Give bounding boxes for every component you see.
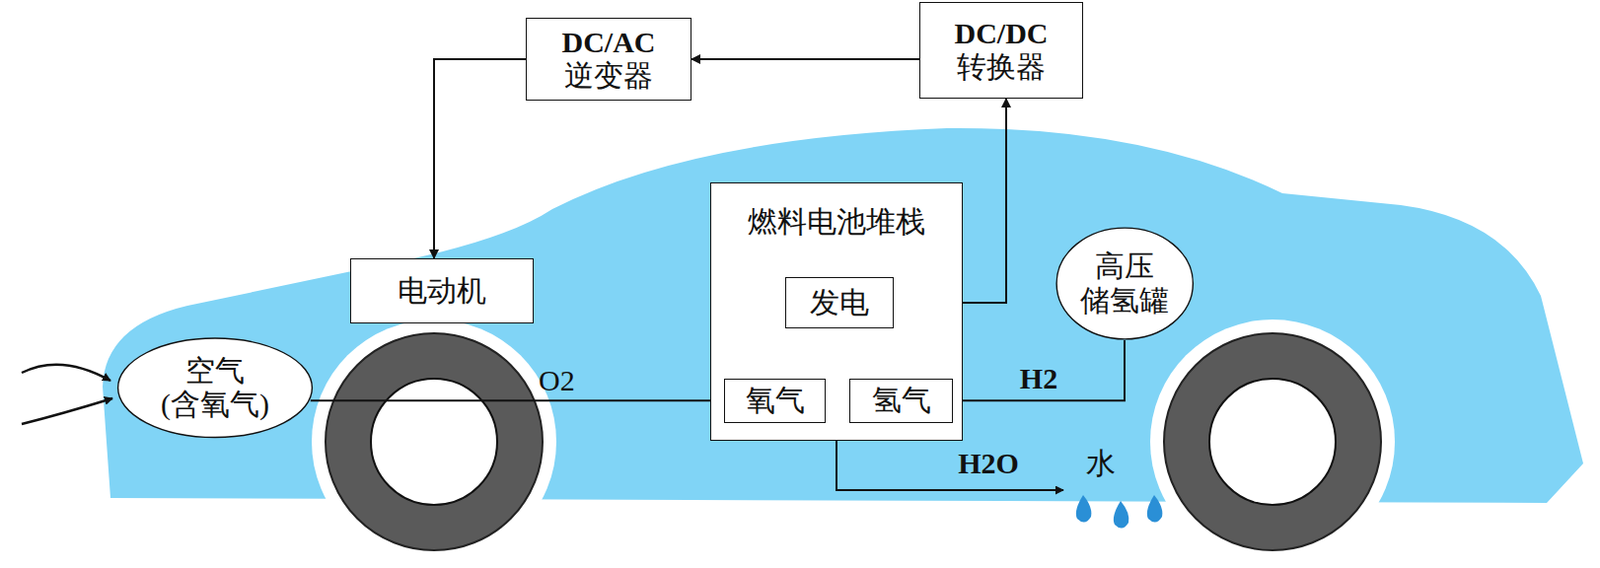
oxygen-box: 氧气: [724, 378, 826, 424]
node-text: 空气: [185, 354, 245, 389]
node-text: DC/DC: [954, 16, 1049, 52]
water-leader: [836, 440, 1064, 491]
converter-box: DC/DC转换器: [919, 1, 1084, 99]
motor-box: 电动机: [350, 258, 534, 324]
hydrogen-box: 氢气: [849, 378, 953, 424]
front-wheel: [311, 319, 557, 565]
node-text: 电动机: [397, 274, 487, 309]
connector: [952, 340, 1125, 401]
connector: [691, 58, 920, 61]
generation-box: 发电: [785, 277, 894, 329]
edge-label: O2: [538, 363, 576, 398]
exhaust-label: H2O: [957, 446, 1019, 481]
water-label: 水: [1086, 443, 1116, 485]
rear-wheel: [1150, 319, 1395, 565]
air-intake: 空气(含氧气): [116, 337, 314, 439]
node-text: 储氢罐: [1080, 284, 1169, 319]
connector: [310, 399, 725, 402]
inverter-box: DC/AC逆变器: [525, 17, 692, 101]
fuel-cell-stack: 燃料电池堆栈发电氧气 氢气: [710, 182, 963, 441]
node-text: 转换器: [956, 50, 1046, 85]
hydrogen-tank: 高压储氢罐: [1055, 226, 1195, 341]
node-text: 逆变器: [564, 59, 654, 94]
intake-arrow: [21, 364, 111, 381]
node-text: 氢气: [872, 383, 932, 419]
node-text: 燃料电池堆栈: [747, 205, 926, 240]
water-drops: [1076, 495, 1163, 529]
node-text: 发电: [809, 286, 870, 321]
node-text: 氧气: [745, 383, 805, 419]
node-text: 高压: [1094, 249, 1155, 285]
edge-label: H2: [1019, 362, 1058, 396]
connector: [434, 59, 526, 259]
node-text: (含氧气): [160, 387, 270, 423]
intake-arrow: [21, 398, 113, 425]
node-text: DC/AC: [562, 25, 656, 61]
